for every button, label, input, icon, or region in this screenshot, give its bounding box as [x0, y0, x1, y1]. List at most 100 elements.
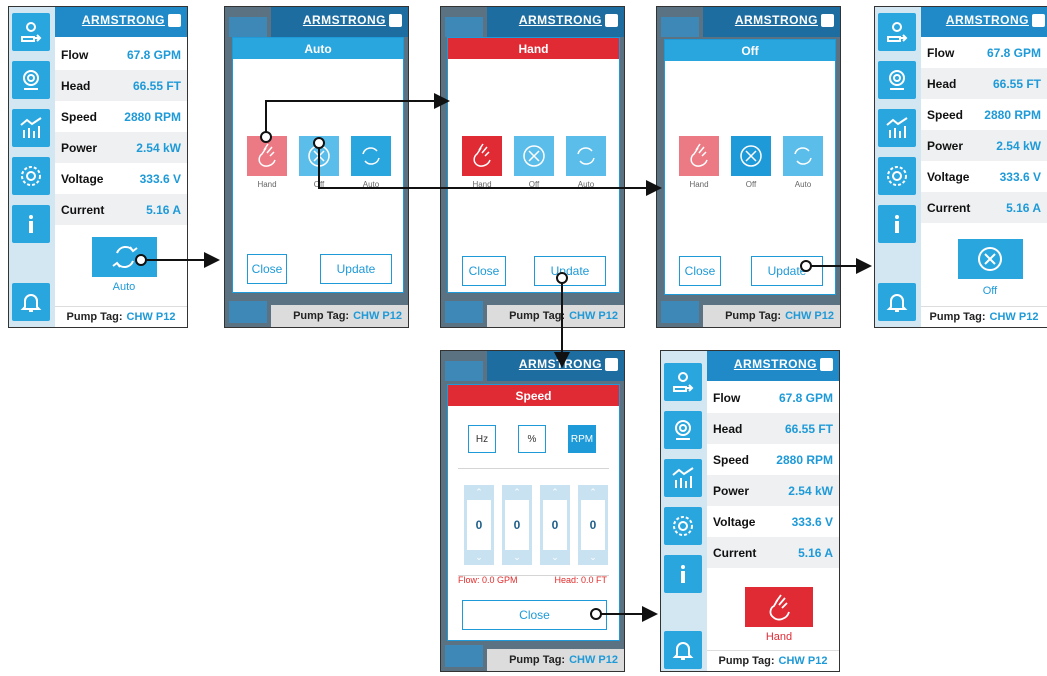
- sidebar-pump-button[interactable]: [664, 411, 702, 449]
- sidebar-user-button[interactable]: [12, 13, 50, 51]
- digit-spinner[interactable]: ⌃0⌄: [502, 485, 532, 565]
- update-button[interactable]: Update: [320, 254, 392, 284]
- pump-tag: Pump Tag:CHW P12: [707, 650, 839, 671]
- sidebar-chart-button[interactable]: [878, 109, 916, 147]
- pump-tag: Pump Tag:CHW P12: [55, 306, 187, 327]
- close-button[interactable]: Close: [462, 256, 506, 286]
- sidebar-chart-button[interactable]: [664, 459, 702, 497]
- info-icon: [895, 215, 899, 233]
- bell-icon: [20, 294, 42, 312]
- close-button[interactable]: Close: [247, 254, 287, 284]
- screen-off-dialog: ARMSTRONG Pump Tag:CHW P12 Off Hand Off …: [656, 6, 841, 328]
- auto-mode-label: Auto: [112, 281, 136, 293]
- sidebar: [875, 7, 921, 327]
- gear-icon: [887, 166, 907, 186]
- close-button[interactable]: Close: [462, 600, 607, 630]
- hand-icon: [690, 143, 708, 167]
- close-button[interactable]: Close: [679, 256, 721, 286]
- update-button[interactable]: Update: [534, 256, 606, 286]
- hand-icon: [769, 594, 790, 621]
- sidebar-alarm-button[interactable]: [664, 631, 702, 669]
- sidebar-chart-button[interactable]: [12, 109, 50, 147]
- user-transfer-icon: [673, 372, 694, 392]
- auto-option-button[interactable]: [566, 136, 606, 176]
- off-circle-x-icon: [740, 145, 762, 167]
- update-button[interactable]: Update: [751, 256, 823, 286]
- sidebar-info-button[interactable]: [664, 555, 702, 593]
- unit-percent-button[interactable]: %: [518, 425, 546, 453]
- armstrong-logo: ARMSTRONG: [519, 357, 618, 371]
- off-option-button[interactable]: [299, 136, 339, 176]
- flow-readout: Flow: 0.0 GPM: [458, 575, 518, 585]
- sidebar-info-button[interactable]: [878, 205, 916, 243]
- user-transfer-icon: [21, 22, 42, 42]
- decrement-button[interactable]: ⌄: [502, 550, 532, 565]
- sidebar-settings-button[interactable]: [664, 507, 702, 545]
- hand-option-button[interactable]: [679, 136, 719, 176]
- off-mode-button[interactable]: [958, 239, 1023, 279]
- off-option-button[interactable]: [514, 136, 554, 176]
- dialog-title: Hand: [448, 38, 619, 59]
- sidebar-alarm-button[interactable]: [878, 283, 916, 321]
- info-icon: [29, 215, 33, 233]
- hand-mode-label: Hand: [765, 631, 793, 643]
- sidebar-info-button[interactable]: [12, 205, 50, 243]
- screen-auto-dialog: ARMSTRONG Pump Tag:CHW P12 Auto Hand Off…: [224, 6, 409, 328]
- gear-icon: [21, 166, 41, 186]
- armstrong-logo: ARMSTRONG: [946, 13, 1045, 27]
- sidebar-settings-button[interactable]: [878, 157, 916, 195]
- sidebar-pump-button[interactable]: [12, 61, 50, 99]
- sidebar-alarm-button[interactable]: [12, 283, 50, 321]
- increment-button[interactable]: ⌃: [578, 485, 608, 500]
- dialog-title: Auto: [233, 38, 403, 59]
- digit-spinner[interactable]: ⌃0⌄: [464, 485, 494, 565]
- speed-dialog: Speed Hz % RPM ⌃0⌄ ⌃0⌄ ⌃0⌄ ⌃0⌄ Flow: 0.0…: [447, 384, 620, 641]
- decrement-button[interactable]: ⌄: [540, 550, 570, 565]
- unit-hz-button[interactable]: Hz: [468, 425, 496, 453]
- auto-option-label: Auto: [362, 180, 380, 189]
- top-bar: ARMSTRONG: [921, 7, 1047, 37]
- head-readout: Head: 0.0 FT: [554, 575, 607, 585]
- increment-button[interactable]: ⌃: [540, 485, 570, 500]
- decrement-button[interactable]: ⌄: [578, 550, 608, 565]
- off-option-button[interactable]: [731, 136, 771, 176]
- top-bar: ARMSTRONG: [707, 351, 839, 381]
- hand-option-button[interactable]: [462, 136, 502, 176]
- increment-button[interactable]: ⌃: [502, 485, 532, 500]
- sidebar-pump-button[interactable]: [878, 61, 916, 99]
- off-option-label: Off: [313, 180, 325, 189]
- hand-icon: [473, 143, 491, 167]
- digit-spinner[interactable]: ⌃0⌄: [578, 485, 608, 565]
- auto-option-label: Auto: [794, 180, 812, 189]
- decrement-button[interactable]: ⌄: [464, 550, 494, 565]
- auto-option-button[interactable]: [351, 136, 391, 176]
- increment-button[interactable]: ⌃: [464, 485, 494, 500]
- auto-option-button[interactable]: [783, 136, 823, 176]
- hand-mode-button[interactable]: [745, 587, 813, 627]
- armstrong-logo: ARMSTRONG: [734, 357, 833, 371]
- off-option-label: Off: [745, 180, 757, 189]
- armstrong-logo: ARMSTRONG: [82, 13, 181, 27]
- unit-rpm-button[interactable]: RPM: [568, 425, 596, 453]
- refresh-icon: [112, 246, 138, 268]
- sidebar-user-button[interactable]: [878, 13, 916, 51]
- digit-spinner[interactable]: ⌃0⌄: [540, 485, 570, 565]
- info-icon: [681, 565, 685, 583]
- chart-icon: [20, 117, 42, 138]
- mode-dialog: Hand Hand Off Auto Close Update: [447, 37, 620, 293]
- sidebar-user-button[interactable]: [664, 363, 702, 401]
- hand-option-button[interactable]: [247, 136, 287, 176]
- sidebar-settings-button[interactable]: [12, 157, 50, 195]
- auto-mode-button[interactable]: [92, 237, 157, 277]
